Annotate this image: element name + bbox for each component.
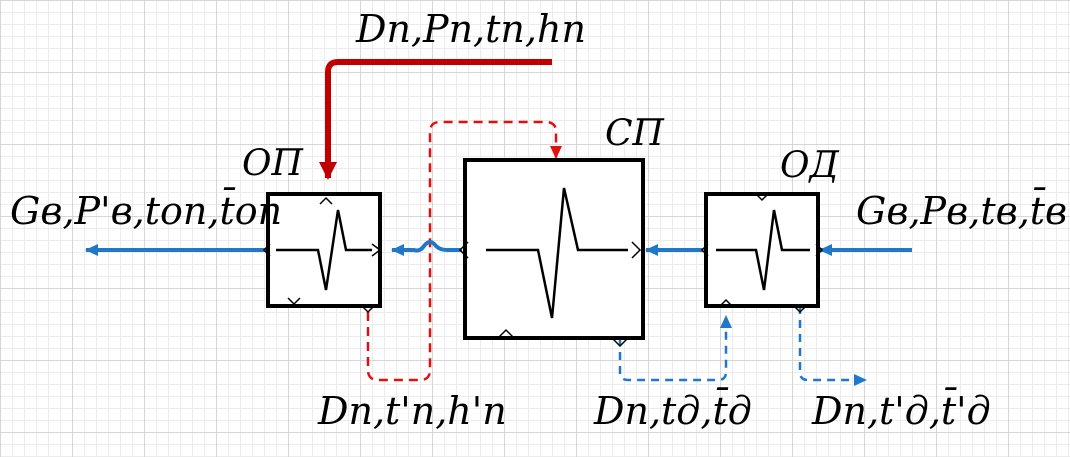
op-title: ОП [242,143,303,184]
drain-sp-to-od-line [618,315,732,382]
op-block [262,192,382,314]
drain-od-out-line [798,306,867,386]
drain-sp-label: Dп,tд,t̄д [594,389,752,433]
steam-supply-line [319,59,552,180]
feedwater-out-label: Gв,P'в,tоп,t̄оп [10,189,283,233]
od-block [700,192,824,314]
od-title: ОД [780,145,839,186]
sp-block [458,158,645,348]
drain-od-label: Dп,t'д,t̄'д [812,389,991,433]
steam-in-label: Dп,Pп,tп,hп [356,7,586,51]
sp-title: СП [605,113,664,154]
drain-op-label: Dп,t'п,h'п [318,389,507,433]
feedwater-in-label: Gв,Pв,tв,t̄в [856,189,1068,233]
feedwater-line [85,240,912,256]
